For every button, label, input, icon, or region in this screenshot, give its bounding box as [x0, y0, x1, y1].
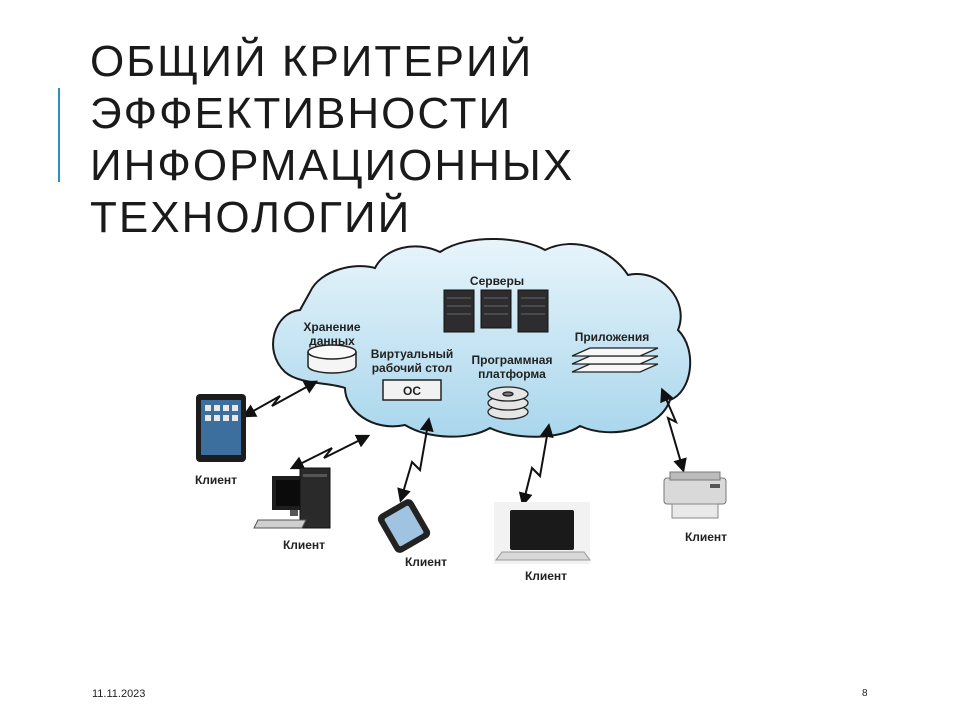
link-arrow-desktop [289, 434, 371, 470]
platform-label-line2: платформа [478, 367, 546, 381]
laptop-icon [494, 502, 591, 564]
os-box [382, 379, 442, 401]
applications-icon [571, 347, 659, 373]
link-arrows [241, 380, 687, 507]
client-label-phone: Клиент [405, 555, 447, 569]
client-label-laptop: Клиент [525, 569, 567, 583]
title-accent-bar [58, 88, 60, 182]
link-arrow-tablet [241, 380, 319, 418]
tablet-icon [196, 394, 246, 462]
printer-icon [663, 471, 727, 519]
storage-icon [307, 344, 357, 374]
client-label-printer: Клиент [685, 530, 727, 544]
link-arrow-phone [397, 417, 434, 503]
platform-icon [487, 386, 529, 420]
os-label: ОС [403, 384, 421, 398]
platform-label-line1: Программная [472, 353, 553, 367]
slide-title: ОБЩИЙ КРИТЕРИЙ ЭФФЕКТИВНОСТИ ИНФОРМАЦИОН… [90, 37, 575, 242]
link-arrow-printer [660, 387, 687, 473]
smartphone-icon [377, 499, 431, 553]
servers-label: Серверы [470, 274, 524, 288]
servers-icon [443, 289, 549, 333]
client-label-tablet: Клиент [195, 473, 237, 487]
link-arrow-laptop [518, 423, 554, 507]
storage-label-line1: Хранение [303, 320, 361, 334]
desktop-computer-icon [253, 467, 331, 529]
client-label-desktop: Клиент [283, 538, 325, 552]
page-number: 8 [862, 688, 868, 699]
footer-date: 11.11.2023 [92, 688, 146, 700]
apps-label: Приложения [575, 330, 650, 344]
desktop-label-line1: Виртуальный [371, 347, 453, 361]
storage-label-line2: данных [309, 334, 355, 348]
desktop-label-line2: рабочий стол [372, 361, 453, 375]
